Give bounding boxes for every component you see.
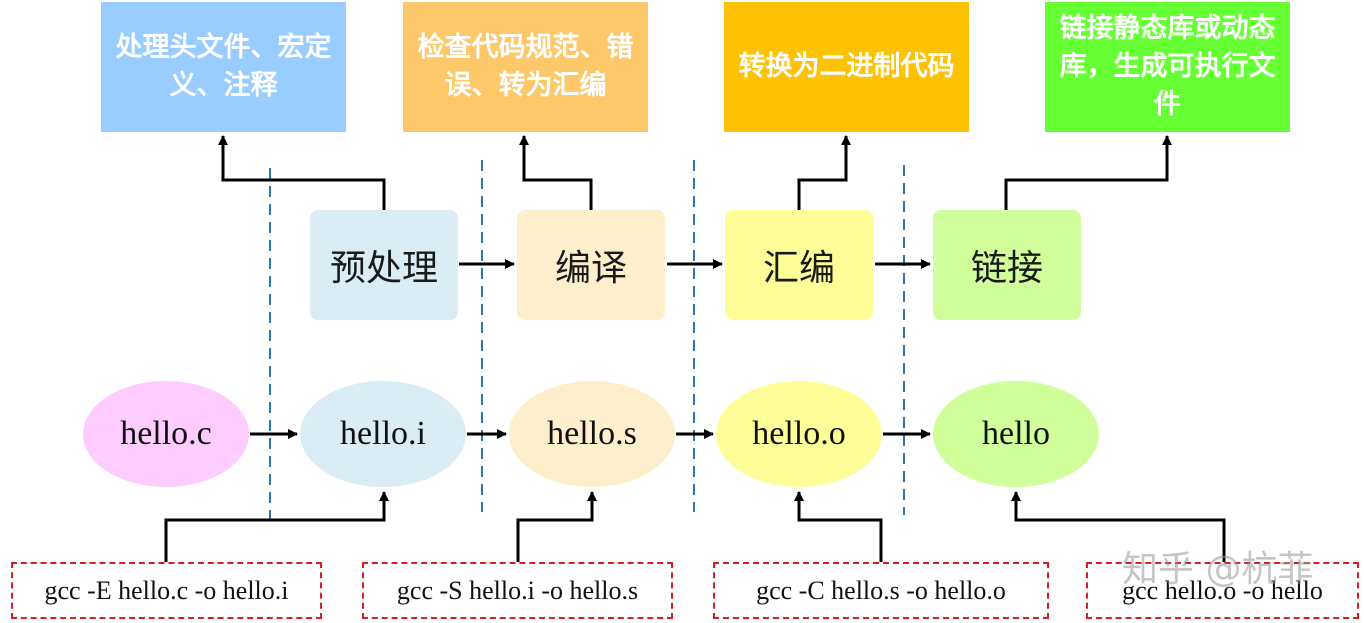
arrow-command-preprocess — [164, 491, 389, 562]
command-box-link: gcc hello.o -o hello — [1086, 562, 1359, 619]
stage-assemble: 汇编 — [725, 210, 873, 320]
command-box-preprocess: gcc -E hello.c -o hello.i — [11, 562, 322, 619]
command-box-compile: gcc -S hello.i -o hello.s — [362, 562, 673, 619]
file-node-preprocessed: hello.i — [300, 381, 466, 487]
watermark-text: 知乎 @杭菲 — [1122, 549, 1314, 590]
stage-preprocess: 预处理 — [310, 210, 458, 320]
description-box-compile: 检查代码规范、错误、转为汇编 — [403, 2, 648, 132]
arrow-assemble-description — [797, 135, 851, 210]
file-node-source: hello.c — [83, 381, 249, 487]
arrow-command-compile — [516, 491, 597, 562]
description-box-link: 链接静态库或动态库，生成可执行文件 — [1045, 2, 1290, 132]
stage-link: 链接 — [933, 210, 1081, 320]
file-node-executable: hello — [933, 381, 1099, 487]
arrow-preprocess-description — [218, 135, 386, 210]
file-node-assembly: hello.s — [509, 381, 675, 487]
arrow-compile-description — [519, 135, 593, 210]
arrow-command-link — [1011, 491, 1226, 562]
arrow-command-assemble — [794, 491, 883, 562]
command-box-assemble: gcc -C hello.s -o hello.o — [713, 562, 1049, 619]
description-box-preprocess: 处理头文件、宏定义、注释 — [101, 2, 346, 132]
file-node-object: hello.o — [716, 381, 882, 487]
stage-compile: 编译 — [517, 210, 665, 320]
description-box-assemble: 转换为二进制代码 — [724, 2, 969, 132]
arrow-link-description — [1004, 135, 1172, 210]
